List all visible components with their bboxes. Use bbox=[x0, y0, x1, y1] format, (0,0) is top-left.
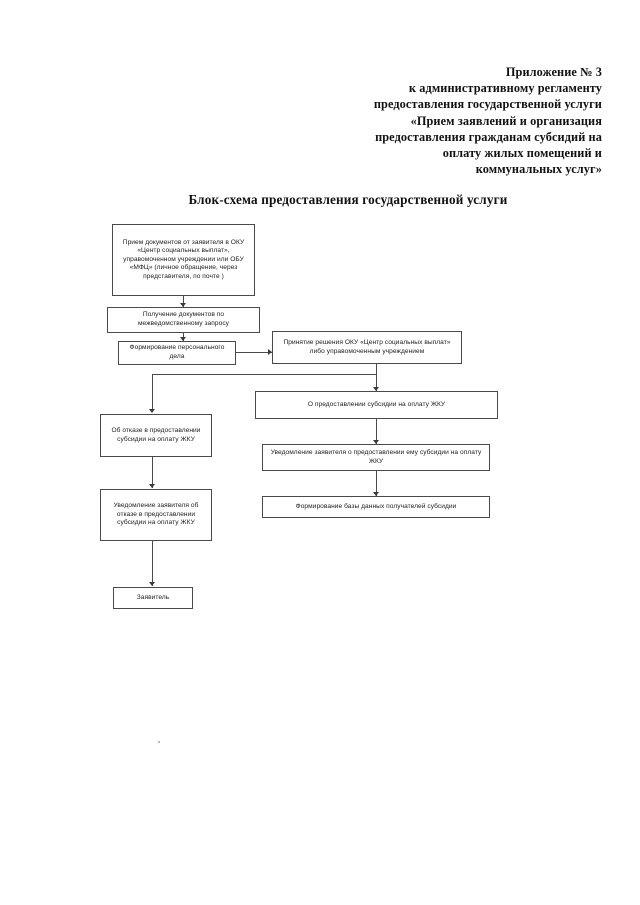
node-notice-refusal-label: Уведомление заявителя об отказе в предос… bbox=[113, 502, 199, 527]
header-line-2: к административному регламенту bbox=[408, 81, 602, 96]
header-line-5: предоставления гражданам субсидий на bbox=[375, 129, 602, 144]
node-intake: Прием документов от заявителя в ОКУ «Цен… bbox=[112, 224, 255, 296]
arrow-refusal-notice bbox=[149, 484, 155, 488]
connector-decision-down bbox=[376, 364, 377, 375]
connector-bus-grant bbox=[376, 374, 377, 391]
connector-bus-refusal bbox=[152, 374, 153, 411]
header-line-3: предоставления государственной услуги bbox=[373, 97, 602, 112]
header-line-1: Приложение № 3 bbox=[505, 65, 602, 79]
node-decision: Принятие решения ОКУ «Центр социальных в… bbox=[272, 331, 462, 364]
node-notice-grant-label: Уведомление заявителя о предоставлении е… bbox=[270, 448, 482, 465]
connector-notice-applicant bbox=[152, 541, 153, 586]
arrow-interdept-personalfile bbox=[180, 337, 186, 341]
header-line-6: оплату жилых помещений и bbox=[442, 146, 602, 161]
connector-split-bus bbox=[152, 374, 377, 375]
node-intake-label: Прием документов от заявителя в ОКУ «Цен… bbox=[122, 238, 245, 280]
connector-notice-database bbox=[376, 471, 377, 496]
node-database-label: Формирование базы данных получателей суб… bbox=[295, 502, 457, 510]
connector-personalfile-decision bbox=[236, 352, 272, 353]
arrow-notice-database bbox=[373, 492, 379, 496]
connector-intake-interdept bbox=[183, 296, 184, 307]
node-interdept-label: Получение документов по межведомственном… bbox=[137, 311, 230, 327]
node-database: Формирование базы данных получателей суб… bbox=[262, 496, 490, 518]
node-personal-file: Формирование персонального дела bbox=[118, 341, 236, 365]
page-title: Блок-схема предоставления государственно… bbox=[188, 192, 508, 207]
node-notice-refusal: Уведомление заявителя об отказе в предос… bbox=[100, 489, 212, 541]
arrow-bus-grant bbox=[373, 387, 379, 391]
node-personal-file-label: Формирование персонального дела bbox=[129, 344, 225, 360]
node-refusal-label: Об отказе в предоставлении субсидии на о… bbox=[111, 426, 201, 443]
arrow-grant-notice bbox=[373, 440, 379, 444]
arrow-intake-interdept bbox=[180, 303, 186, 307]
node-applicant-label: Заявитель bbox=[136, 593, 170, 601]
node-interdept: Получение документов по межведомственном… bbox=[107, 307, 260, 333]
header-line-4: «Прием заявлений и организация bbox=[410, 113, 602, 128]
node-decision-label: Принятие решения ОКУ «Центр социальных в… bbox=[283, 338, 451, 355]
header-line-7: коммунальных услуг» bbox=[475, 162, 602, 177]
node-notice-grant: Уведомление заявителя о предоставлении е… bbox=[262, 444, 490, 471]
scan-speck bbox=[158, 741, 160, 743]
connector-refusal-notice bbox=[152, 457, 153, 488]
appendix-header: Приложение № 3 к административному регла… bbox=[330, 64, 602, 177]
node-refusal: Об отказе в предоставлении субсидии на о… bbox=[100, 414, 212, 457]
connector-grant-notice bbox=[376, 419, 377, 444]
node-applicant: Заявитель bbox=[113, 587, 193, 609]
arrow-notice-applicant bbox=[149, 582, 155, 586]
node-grant: О предоставлении субсидии на оплату ЖКУ bbox=[255, 391, 498, 419]
arrow-bus-refusal bbox=[149, 409, 155, 413]
arrow-personalfile-decision bbox=[268, 349, 272, 355]
node-grant-label: О предоставлении субсидии на оплату ЖКУ bbox=[307, 400, 446, 408]
